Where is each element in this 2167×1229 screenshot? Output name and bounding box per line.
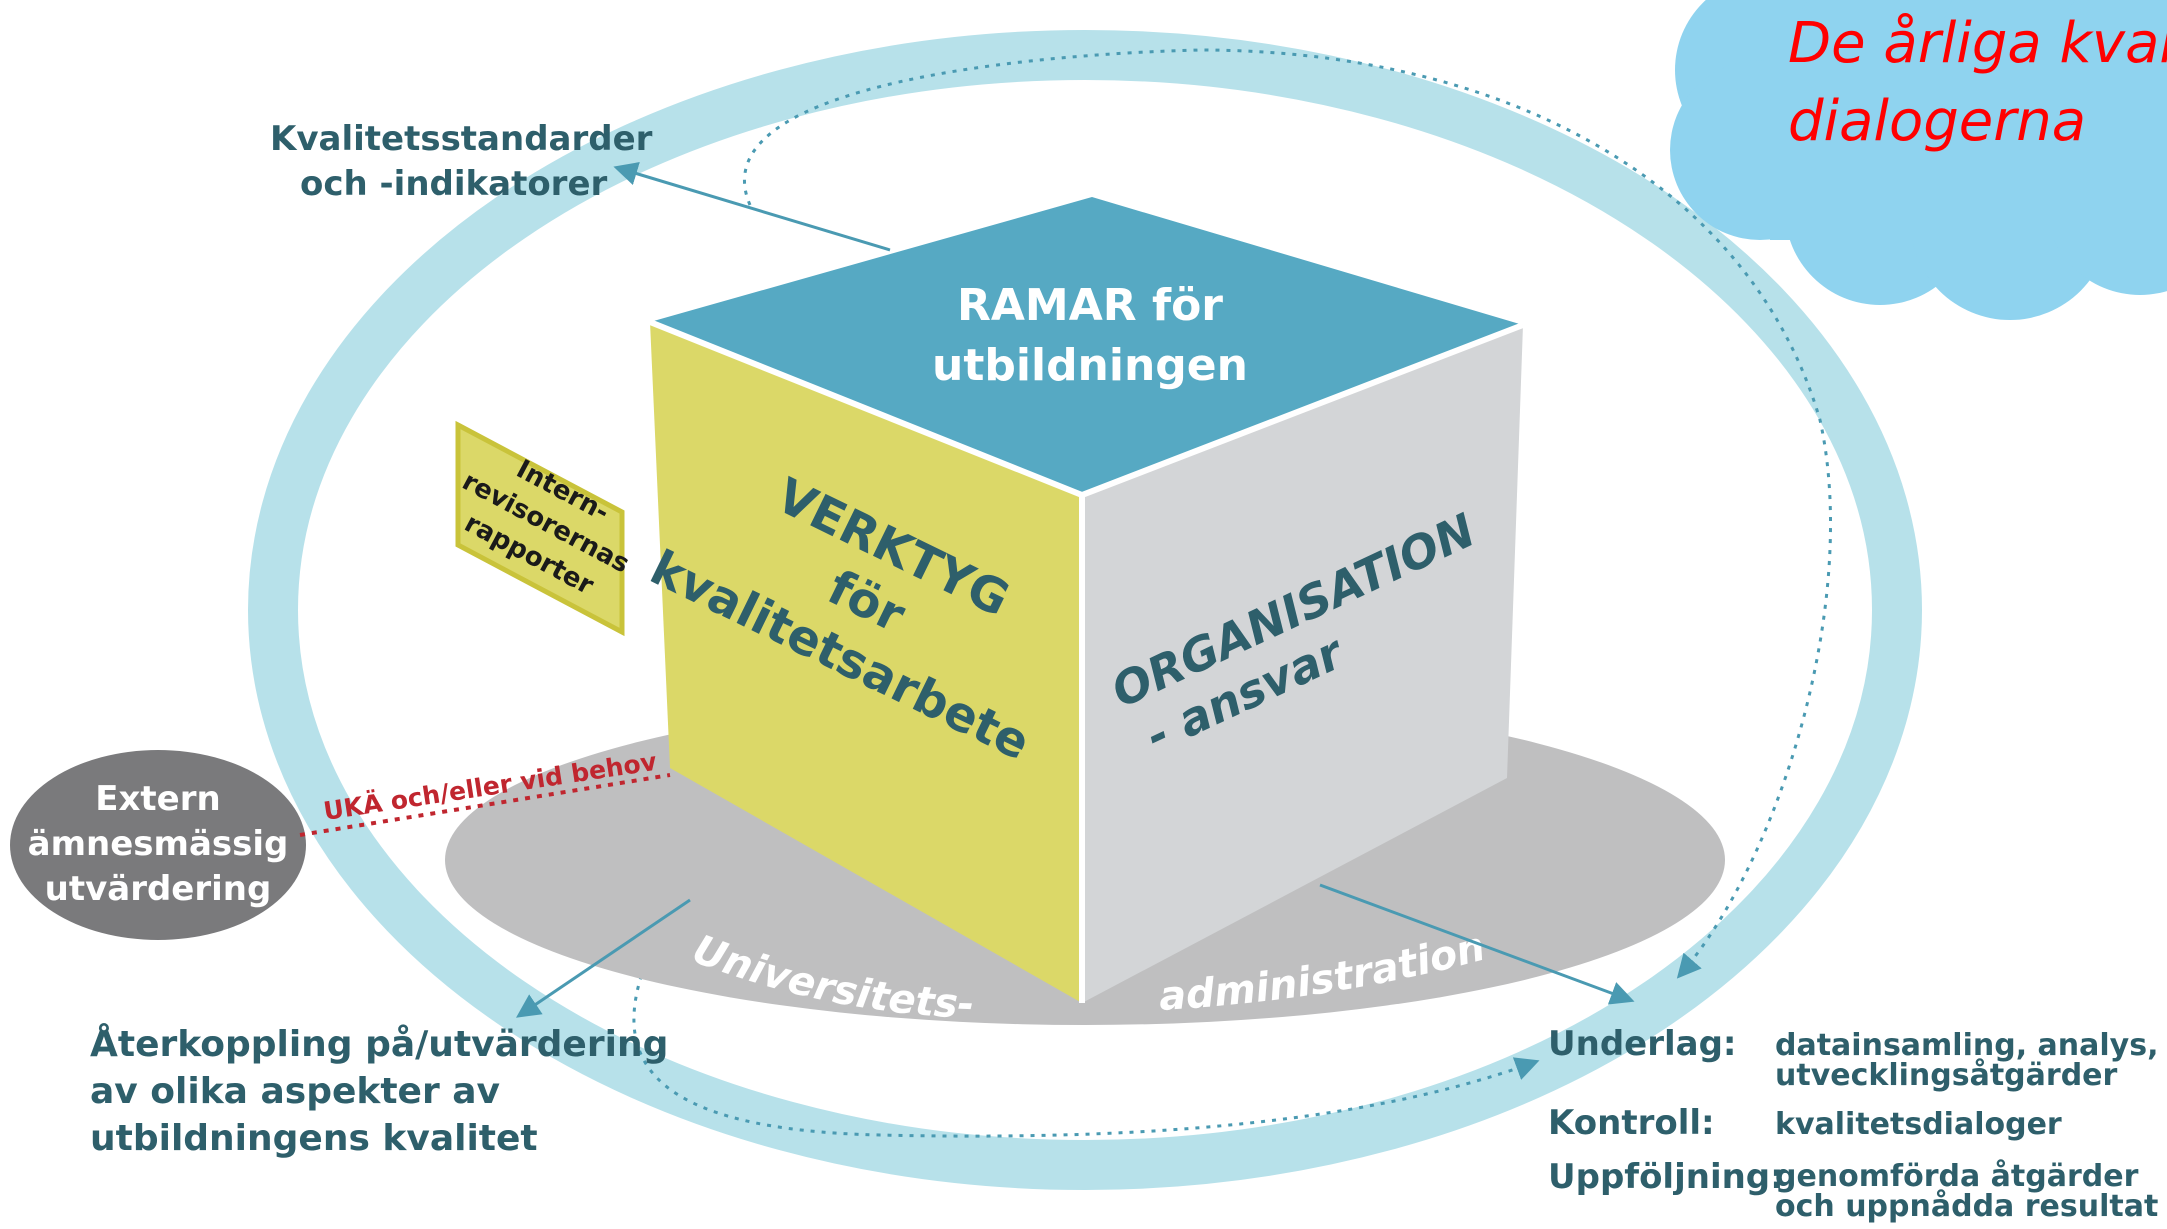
external-line1: Extern	[95, 779, 220, 819]
bottom-dotted-arrow	[632, 964, 1540, 1138]
legend-uppfoljning-value-2: och uppnådda resultat	[1775, 1188, 2158, 1224]
standards-line1: Kvalitetsstandarder	[270, 119, 653, 159]
arrow-to-feedback	[516, 898, 691, 1018]
legend-uppfoljning-key: Uppföljning:	[1548, 1157, 1784, 1197]
cube-top-face	[650, 197, 1523, 495]
uka-dotted-line	[299, 773, 671, 837]
dialogue-cloud	[1670, 0, 2167, 320]
legend-uppfoljning-value-1: genomförda åtgärder	[1775, 1158, 2139, 1194]
legend-underlag-value-1: datainsamling, analys,	[1775, 1028, 2158, 1063]
arrow-to-standards	[613, 162, 891, 252]
feedback-line1: Återkoppling på/utvärdering	[90, 1023, 668, 1065]
cube-top-label-line1: RAMAR för	[957, 280, 1223, 331]
cube-top-label-line2: utbildningen	[932, 340, 1248, 391]
legend-kontroll-key: Kontroll:	[1548, 1103, 1715, 1143]
cycle-dotted-arrow	[742, 48, 1832, 979]
external-line3: utvärdering	[45, 869, 272, 909]
cube-left-face	[650, 322, 1082, 1003]
external-line2: ämnesmässig	[28, 824, 289, 864]
cloud-text-line1: De årliga kvali	[1788, 11, 2167, 76]
legend-underlag-key: Underlag:	[1548, 1024, 1737, 1064]
arrow-to-legend	[1319, 883, 1635, 1005]
feedback-line3: utbildningens kvalitet	[90, 1118, 538, 1159]
legend-kontroll-value: kvalitetsdialoger	[1775, 1107, 2062, 1142]
legend-underlag-value-2: utvecklingsåtgärder	[1775, 1057, 2118, 1093]
cube-right-face	[1082, 325, 1523, 1003]
standards-line2: och -indikatorer	[300, 164, 608, 204]
feedback-line2: av olika aspekter av	[90, 1071, 500, 1112]
external-evaluation-ellipse	[10, 750, 306, 940]
internal-audit-note-box	[455, 420, 625, 637]
cloud-text-line2: dialogerna	[1788, 89, 2086, 154]
